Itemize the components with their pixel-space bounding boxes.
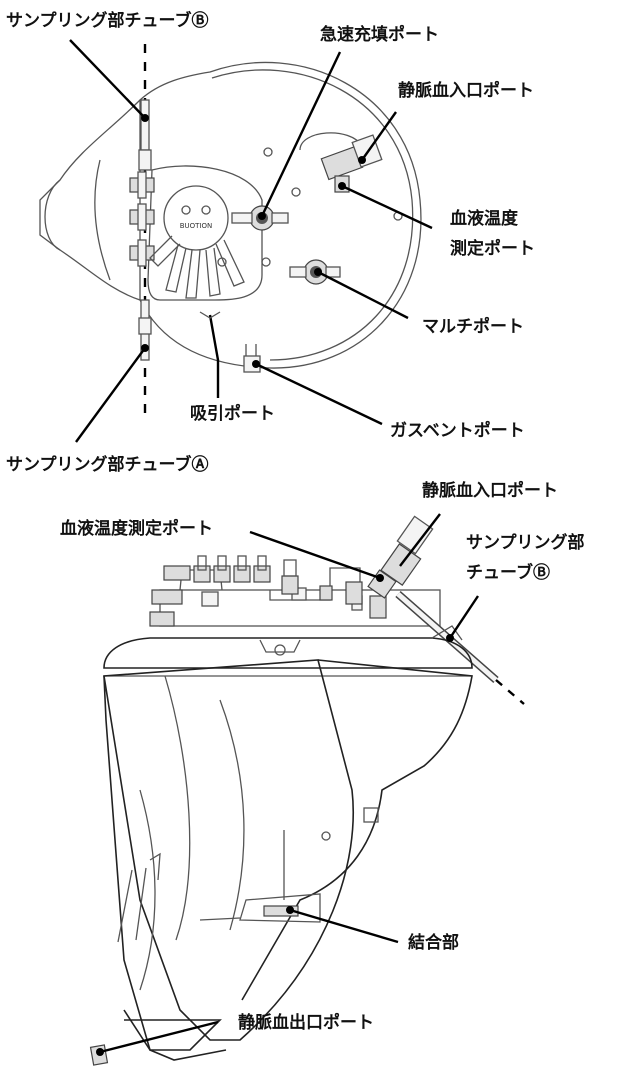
- label-rapid-fill-port: 急速充填ポート: [320, 25, 439, 45]
- label-sampling-tube-b-side-line2: チューブⒷ: [466, 563, 550, 583]
- label-sampling-tube-b-top: サンプリング部チューブⒷ: [6, 11, 209, 31]
- label-blood-temp-port-side: 血液温度測定ポート: [60, 519, 213, 539]
- label-multi-port: マルチポート: [422, 317, 524, 337]
- side-view-leaders: [96, 513, 479, 1056]
- label-sampling-tube-b-side-line1: サンプリング部: [466, 533, 585, 553]
- label-sampling-tube-a: サンプリング部チューブⒶ: [6, 455, 209, 475]
- label-venous-inlet-port-top: 静脈血入口ポート: [398, 81, 534, 101]
- label-blood-temp-port-line1: 血液温度: [450, 209, 518, 229]
- label-venous-outlet-port: 静脈血出口ポート: [238, 1013, 374, 1033]
- label-blood-temp-port-line2: 測定ポート: [450, 239, 535, 259]
- label-suction-port: 吸引ポート: [190, 404, 275, 424]
- hub-logo-text: BUOTION: [180, 222, 213, 230]
- label-venous-inlet-port-side: 静脈血入口ポート: [422, 481, 558, 501]
- label-gas-vent-port: ガスベントポート: [390, 421, 525, 441]
- side-view-drawing: [89, 515, 525, 1066]
- top-view-drawing: BUOTION: [39, 44, 422, 420]
- top-view-leaders: [69, 39, 433, 443]
- label-coupling: 結合部: [408, 933, 459, 953]
